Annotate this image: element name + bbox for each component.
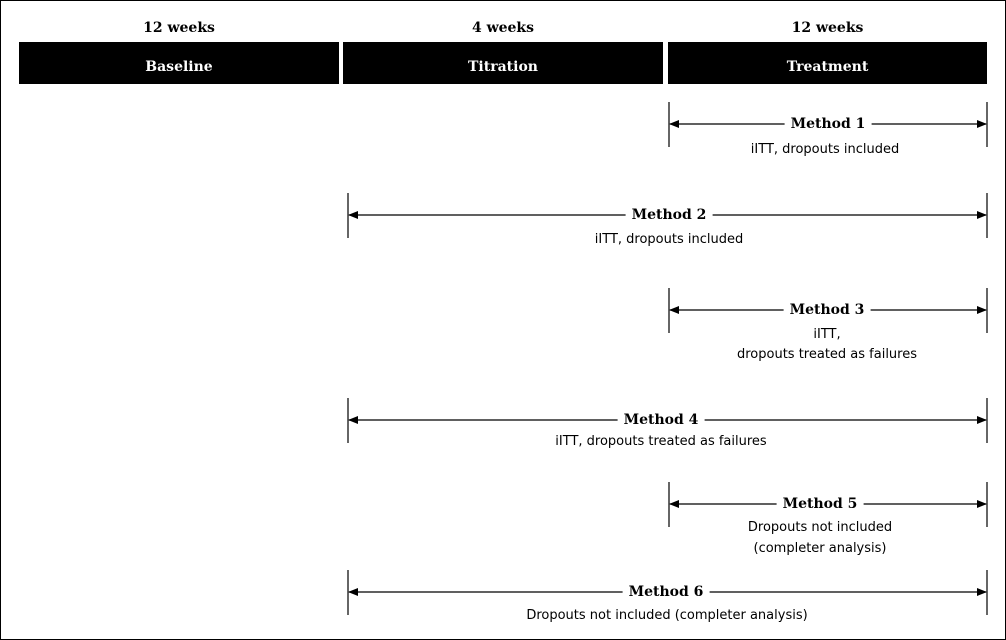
method-4-description: iITT, dropouts treated as failures xyxy=(555,434,767,449)
method-5-title: Method 5 xyxy=(776,494,864,514)
method-1-description: iITT, dropouts included xyxy=(750,142,900,157)
titration-duration: 4 weeks xyxy=(471,20,535,36)
method-2-title: Method 2 xyxy=(625,205,713,225)
baseline-duration: 12 weeks xyxy=(143,20,215,36)
method-4-title: Method 4 xyxy=(617,410,705,430)
method-2-description: iITT, dropouts included xyxy=(594,232,744,247)
method-3-description-line-2: dropouts treated as failures xyxy=(736,347,918,362)
titration-phase-label: Titration xyxy=(468,59,538,75)
baseline-phase-label: Baseline xyxy=(145,59,213,75)
method-1-title: Method 1 xyxy=(784,114,872,134)
treatment-phase-bar: Treatment xyxy=(668,42,987,84)
titration-phase-bar: Titration xyxy=(343,42,663,84)
treatment-duration: 12 weeks xyxy=(791,20,864,36)
method-5-description-line-1: Dropouts not included xyxy=(747,520,893,535)
baseline-phase-bar: Baseline xyxy=(19,42,339,84)
method-3-description-line-1: iITT, xyxy=(813,327,841,342)
treatment-phase-label: Treatment xyxy=(786,59,869,75)
method-6-description: Dropouts not included (completer analysi… xyxy=(526,608,808,623)
method-3-title: Method 3 xyxy=(783,300,871,320)
method-6-title: Method 6 xyxy=(622,582,710,602)
method-5-description-line-2: (completer analysis) xyxy=(753,541,887,556)
